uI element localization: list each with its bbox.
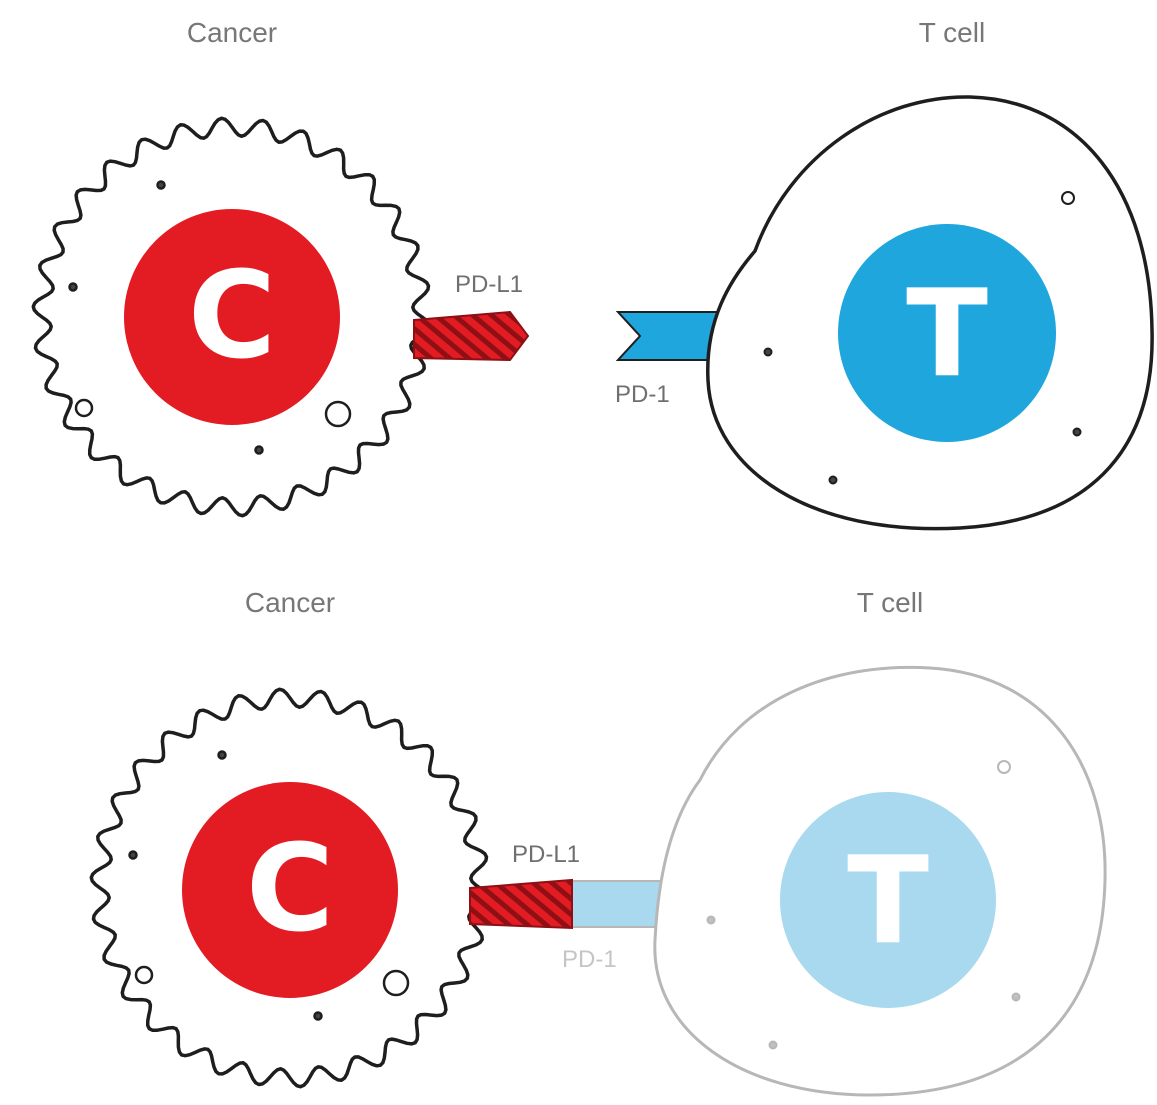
cancer-organelle-dot	[128, 850, 138, 860]
tcell-nucleus-faded	[780, 792, 996, 1008]
pd-l1-ligand	[413, 310, 530, 362]
tcell-nucleus	[838, 224, 1056, 442]
cancer-organelle-dot	[217, 750, 227, 760]
pd-1-receptor-bound	[571, 880, 667, 928]
tcell-organelle-dot	[828, 475, 838, 485]
cancer-organelle-dot	[68, 282, 78, 292]
tcell-title: T cell	[919, 17, 985, 48]
cancer-organelle-ring	[382, 969, 410, 997]
tcell-organelle-dot	[768, 1040, 778, 1050]
tcell-organelle-dot	[1072, 427, 1082, 437]
cancer-organelle-ring	[324, 400, 352, 428]
cancer-nucleus-letter: C	[188, 247, 276, 386]
cancer-organelle-ring	[134, 965, 154, 985]
pd-1-label: PD-1	[615, 381, 670, 408]
cancer-organelles	[68, 180, 352, 455]
cancer-cell-title: Cancer	[187, 17, 277, 48]
pd-l1-label: PD-L1	[512, 841, 580, 868]
pd-l1-label: PD-L1	[455, 271, 523, 298]
tcell-title: T cell	[857, 587, 923, 618]
tcell-organelles	[763, 191, 1082, 485]
tcell-nucleus-letter: T	[906, 265, 988, 404]
tcell-nucleus-letter: T	[847, 832, 929, 971]
panel-unbound: Cancer T cell C PD-L1 PD-1 T	[31, 17, 1154, 531]
cancer-cell-title: Cancer	[245, 587, 335, 618]
cancer-nucleus-letter: C	[246, 820, 334, 959]
panel-bound: Cancer T cell C PD-L1 PD-1 T	[89, 587, 1107, 1097]
cancer-nucleus	[124, 209, 340, 425]
cancer-organelle-ring	[74, 398, 94, 418]
cancer-organelle-dot	[156, 180, 166, 190]
tcell-organelle-dot	[1011, 992, 1021, 1002]
cancer-nucleus	[182, 782, 398, 998]
tcell-organelles-faded	[706, 760, 1021, 1050]
tcell-organelle-ring	[1061, 191, 1075, 205]
cancer-organelles	[128, 750, 410, 1021]
cancer-organelle-dot	[254, 445, 264, 455]
cancer-organelle-dot	[313, 1011, 323, 1021]
tcell-organelle-ring	[997, 760, 1011, 774]
tcell-organelle-dot	[706, 915, 716, 925]
pd-1-label: PD-1	[562, 946, 617, 973]
tcell-organelle-dot	[763, 347, 773, 357]
pd-l1-ligand-bound	[469, 878, 573, 930]
